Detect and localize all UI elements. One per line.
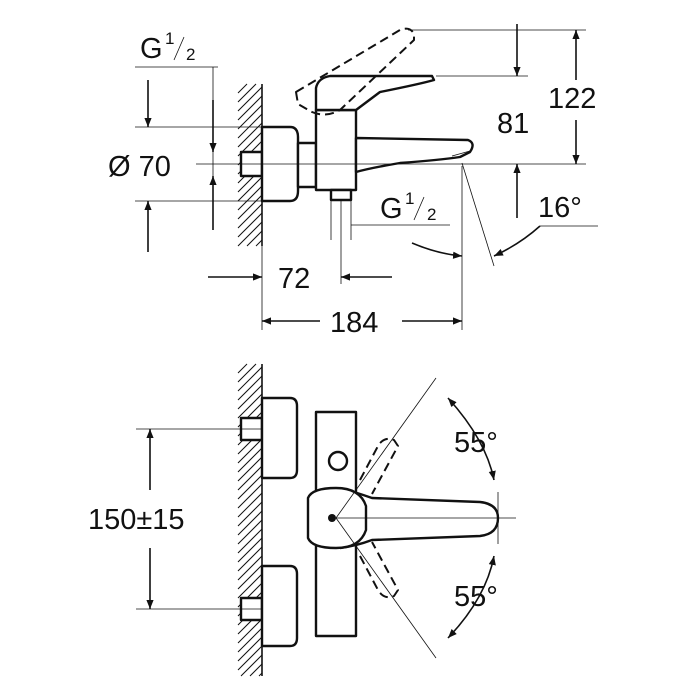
hatch-line [237,363,248,374]
hatch-line [237,393,263,419]
hatch-line [237,113,263,139]
angle-55-top-label: 55° [454,427,498,459]
wall-hatch-bottom [237,363,263,677]
aerator [451,150,471,157]
hatch-line [237,86,263,112]
lever-raised-dashed [295,27,415,116]
hatch-line [237,546,263,572]
hatch-line [237,645,263,671]
axis-rotated-down [335,517,437,659]
angle-16-label: 16° [538,192,582,224]
g-top-denominator: 2 [186,45,195,64]
g-top-numerator: 1 [165,29,174,48]
hatch-line [237,573,263,599]
dim-150-label: 150±15 [88,504,185,536]
hatch-line [237,194,263,220]
hatch-line [237,366,263,392]
hatch-line [237,447,263,473]
g-top-slash [173,36,185,61]
wall-hatch-top [237,83,263,247]
hatch-line [237,528,263,554]
g-mid-slash [413,196,425,221]
hatch-line [237,555,263,581]
g-mid-numerator: 1 [405,189,414,208]
hatch-line [237,363,257,383]
lever-rotated-down-dashed [359,541,399,599]
dim-122-label: 122 [548,83,596,115]
dim-72-label: 72 [278,263,310,295]
hatch-line [237,83,257,103]
hatch-line [237,492,263,518]
g-mid-denominator: 2 [427,205,436,224]
axis-rotated-up [335,377,437,519]
hatch-line [237,438,263,464]
mixer-body [314,108,358,192]
hatch-line [246,230,263,247]
hatch-line [237,519,263,545]
angle16-spout-axis [461,162,495,267]
hatch-line [255,239,263,247]
eccentric-lower [260,564,299,648]
angle-55-bottom-label: 55° [454,581,498,613]
dim-184-label: 184 [330,307,378,339]
g-top-label: G [140,33,163,65]
eccentric-upper [260,396,299,480]
hatch-line [237,384,263,410]
hatch-line [237,104,263,130]
lever [314,74,436,112]
hatch-line [237,221,263,247]
hatch-line [237,501,263,527]
g-mid-label: G [380,193,403,225]
hatch-line [237,636,263,662]
angle16-arc-left [411,242,463,259]
hatch-line [237,510,263,536]
hatch-line [237,185,263,211]
hatch-line [237,627,263,653]
hatch-line [237,483,263,509]
hatch-line [237,564,263,590]
angle55-bottom-arc [447,555,496,639]
lever-rotated-up-dashed [359,437,399,495]
hatch-line [237,203,263,229]
dim-81-label: 81 [497,108,529,140]
diverter-knob [327,450,349,472]
angle55-top-arc [447,397,496,481]
hatch-line [237,212,263,238]
diameter-label: Ø 70 [108,151,171,183]
hatch-line [237,95,263,121]
spout [354,136,474,174]
hatch-line [237,375,263,401]
hatch-line [237,83,248,94]
hatch-line [237,537,263,563]
hatch-line [237,465,263,491]
hatch-line [237,618,263,644]
flange-joint [296,141,318,189]
outlet-stub [329,188,353,202]
hatch-line [237,176,263,202]
hatch-line [249,663,263,677]
hatch-line [240,654,263,677]
hub-screw-icon [328,514,336,522]
hatch-line [237,456,263,482]
hatch-line [237,474,263,500]
angle16-arc-right [493,225,541,257]
